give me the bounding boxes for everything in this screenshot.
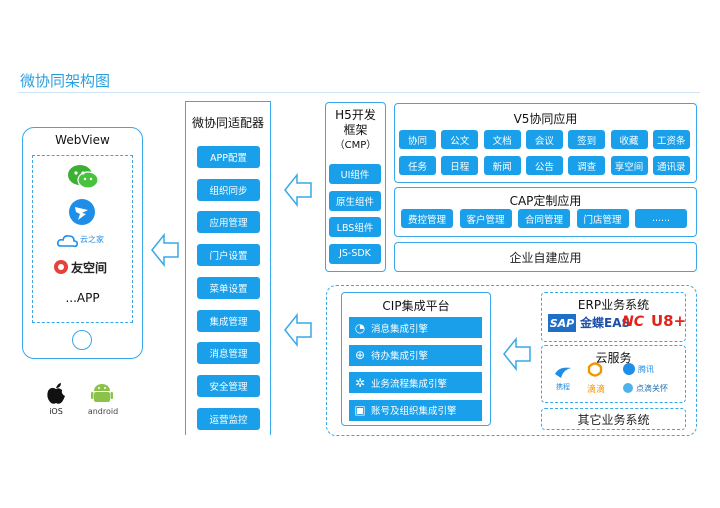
gear-icon: ✲ — [354, 375, 366, 390]
arrow-left-icon — [284, 172, 312, 208]
h5-title-line2: 框架 — [343, 123, 368, 137]
erp-panel — [541, 292, 686, 342]
phone-home-button — [72, 330, 92, 350]
cip-engine-item: ✲ 业务流程集成引擎 — [349, 372, 482, 393]
h5-item: UI组件 — [329, 164, 381, 184]
cip-engine-label: 账号及组织集成引擎 — [371, 406, 457, 417]
cip-engine-label: 消息集成引擎 — [371, 323, 429, 335]
adapter-item: 菜单设置 — [197, 276, 260, 299]
v5-app-button: 通讯录 — [652, 156, 690, 175]
android-label: android — [87, 407, 119, 416]
android-icon — [91, 384, 113, 402]
didi-icon — [587, 362, 603, 377]
v5-app-button: 日程 — [441, 156, 479, 175]
adapter-panel — [185, 101, 271, 435]
tencent-icon — [623, 363, 635, 375]
adapter-item: 门户设置 — [197, 244, 260, 267]
erp-title: ERP业务系统 — [577, 298, 650, 312]
cloud-title: 云服务 — [595, 351, 632, 365]
arrow-left-icon — [503, 336, 531, 372]
ctrip-label: 携程 — [556, 383, 570, 391]
v5-app-button: 签到 — [568, 130, 606, 149]
adapter-item: 集成管理 — [197, 309, 260, 332]
v5-app-button: 收藏 — [610, 130, 648, 149]
cap-title: CAP定制应用 — [509, 194, 582, 208]
arrow-left-icon — [284, 312, 312, 348]
more-apps-label: ...APP — [65, 291, 100, 305]
u8-logo: U8+ — [651, 312, 687, 330]
cip-engine-label: 业务流程集成引擎 — [371, 378, 448, 390]
v5-app-button: 调查 — [568, 156, 606, 175]
sap-logo: SAP — [548, 314, 576, 332]
nc-logo: NC — [622, 314, 644, 330]
other-systems-panel: 其它业务系统 — [541, 408, 686, 430]
kingdee-logo: 金蝶EAS — [580, 316, 631, 330]
cip-engine-item: ⊕ 待办集成引擎 — [349, 344, 482, 366]
cap-app-button: 客户管理 — [459, 209, 512, 228]
integration-region — [326, 285, 697, 436]
v5-app-button: 公告 — [525, 156, 563, 175]
cip-engine-item: ◔ 消息集成引擎 — [349, 317, 482, 338]
webview-title: WebView — [55, 133, 110, 147]
adapter-title: 微协同适配器 — [191, 116, 264, 130]
yunzhijia-label: 云之家 — [80, 235, 104, 244]
adapter-item: 组织同步 — [197, 178, 260, 201]
cap-app-button: 合同管理 — [518, 209, 570, 228]
todo-icon: ⊕ — [354, 348, 366, 362]
cip-engine-item: ▣ 账号及组织集成引擎 — [349, 399, 482, 421]
diandi-icon — [623, 383, 633, 393]
v5-title: V5协同应用 — [513, 112, 578, 126]
v5-app-button: 新闻 — [483, 156, 521, 175]
adapter-item: APP配置 — [197, 146, 260, 168]
title-divider — [18, 92, 700, 93]
v5-app-button: 文档 — [483, 130, 521, 149]
cip-engine-label: 待办集成引擎 — [371, 351, 429, 362]
h5-item: 原生组件 — [329, 190, 381, 211]
dingtalk-icon — [69, 199, 95, 225]
cap-app-button: 门店管理 — [576, 209, 629, 228]
wechat-icon — [68, 165, 99, 189]
adapter-item: 安全管理 — [197, 374, 260, 397]
v5-app-button: 公文 — [441, 130, 479, 149]
h5-title: H5开发 框架 （CMP） — [325, 108, 386, 153]
youkongjian-label: 友空间 — [71, 261, 108, 275]
cloud-panel — [541, 345, 686, 403]
v5-app-button: 任务 — [399, 156, 436, 175]
adapter-item: 运营监控 — [197, 407, 260, 430]
h5-title-line1: H5开发 — [335, 108, 376, 122]
tencent-label: 腾讯 — [638, 365, 654, 374]
v5-app-button: 享空间 — [610, 156, 648, 175]
youkongjian-icon — [54, 260, 68, 274]
v5-app-button: 工资条 — [652, 130, 690, 149]
cip-title: CIP集成平台 — [382, 299, 450, 313]
apple-icon — [47, 383, 65, 404]
h5-title-line3: （CMP） — [334, 140, 377, 151]
h5-item: LBS组件 — [329, 217, 381, 237]
account-icon: ▣ — [354, 403, 366, 417]
message-icon: ◔ — [354, 320, 366, 335]
v5-app-button: 会议 — [525, 130, 563, 149]
ctrip-icon — [555, 367, 571, 378]
cap-app-button: 费控管理 — [401, 209, 453, 228]
h5-item: JS-SDK — [329, 243, 381, 264]
enterprise-panel: 企业自建应用 — [394, 242, 697, 272]
adapter-item: 消息管理 — [197, 342, 260, 365]
didi-label: 滴滴 — [586, 385, 605, 395]
phone-frame — [22, 127, 143, 359]
cap-app-button: ...... — [635, 209, 687, 228]
ios-label: iOS — [49, 407, 63, 416]
v5-app-button: 协同 — [399, 130, 436, 149]
yunzhijia-icon — [57, 235, 78, 248]
adapter-item: 应用管理 — [197, 211, 260, 234]
diandi-label: 点滴关怀 — [636, 384, 668, 393]
page-title: 微协同架构图 — [20, 72, 111, 90]
phone-screen — [32, 155, 133, 323]
arrow-left-icon — [151, 232, 179, 268]
